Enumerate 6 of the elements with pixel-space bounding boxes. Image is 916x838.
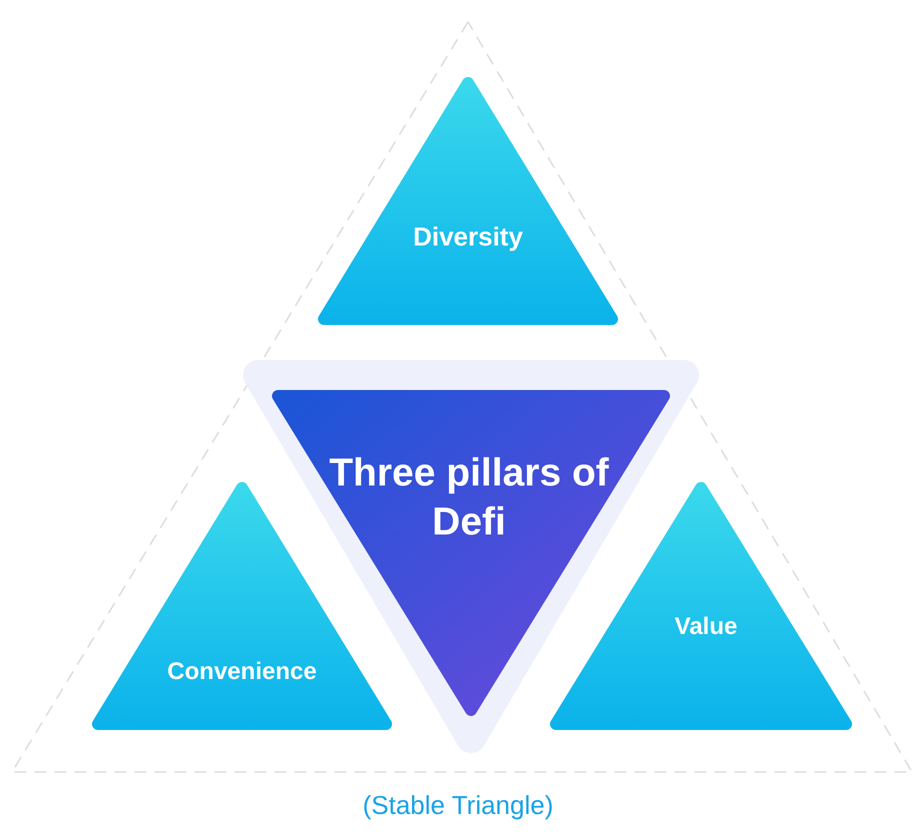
- pillar-label: Diversity: [413, 222, 523, 252]
- pillar-label: Value: [674, 613, 738, 641]
- center-title: Three pillars of Defi: [328, 450, 610, 545]
- caption: (Stable Triangle): [362, 790, 554, 821]
- pillar-label: Convenience: [167, 658, 317, 686]
- triangle-shape: [318, 75, 618, 325]
